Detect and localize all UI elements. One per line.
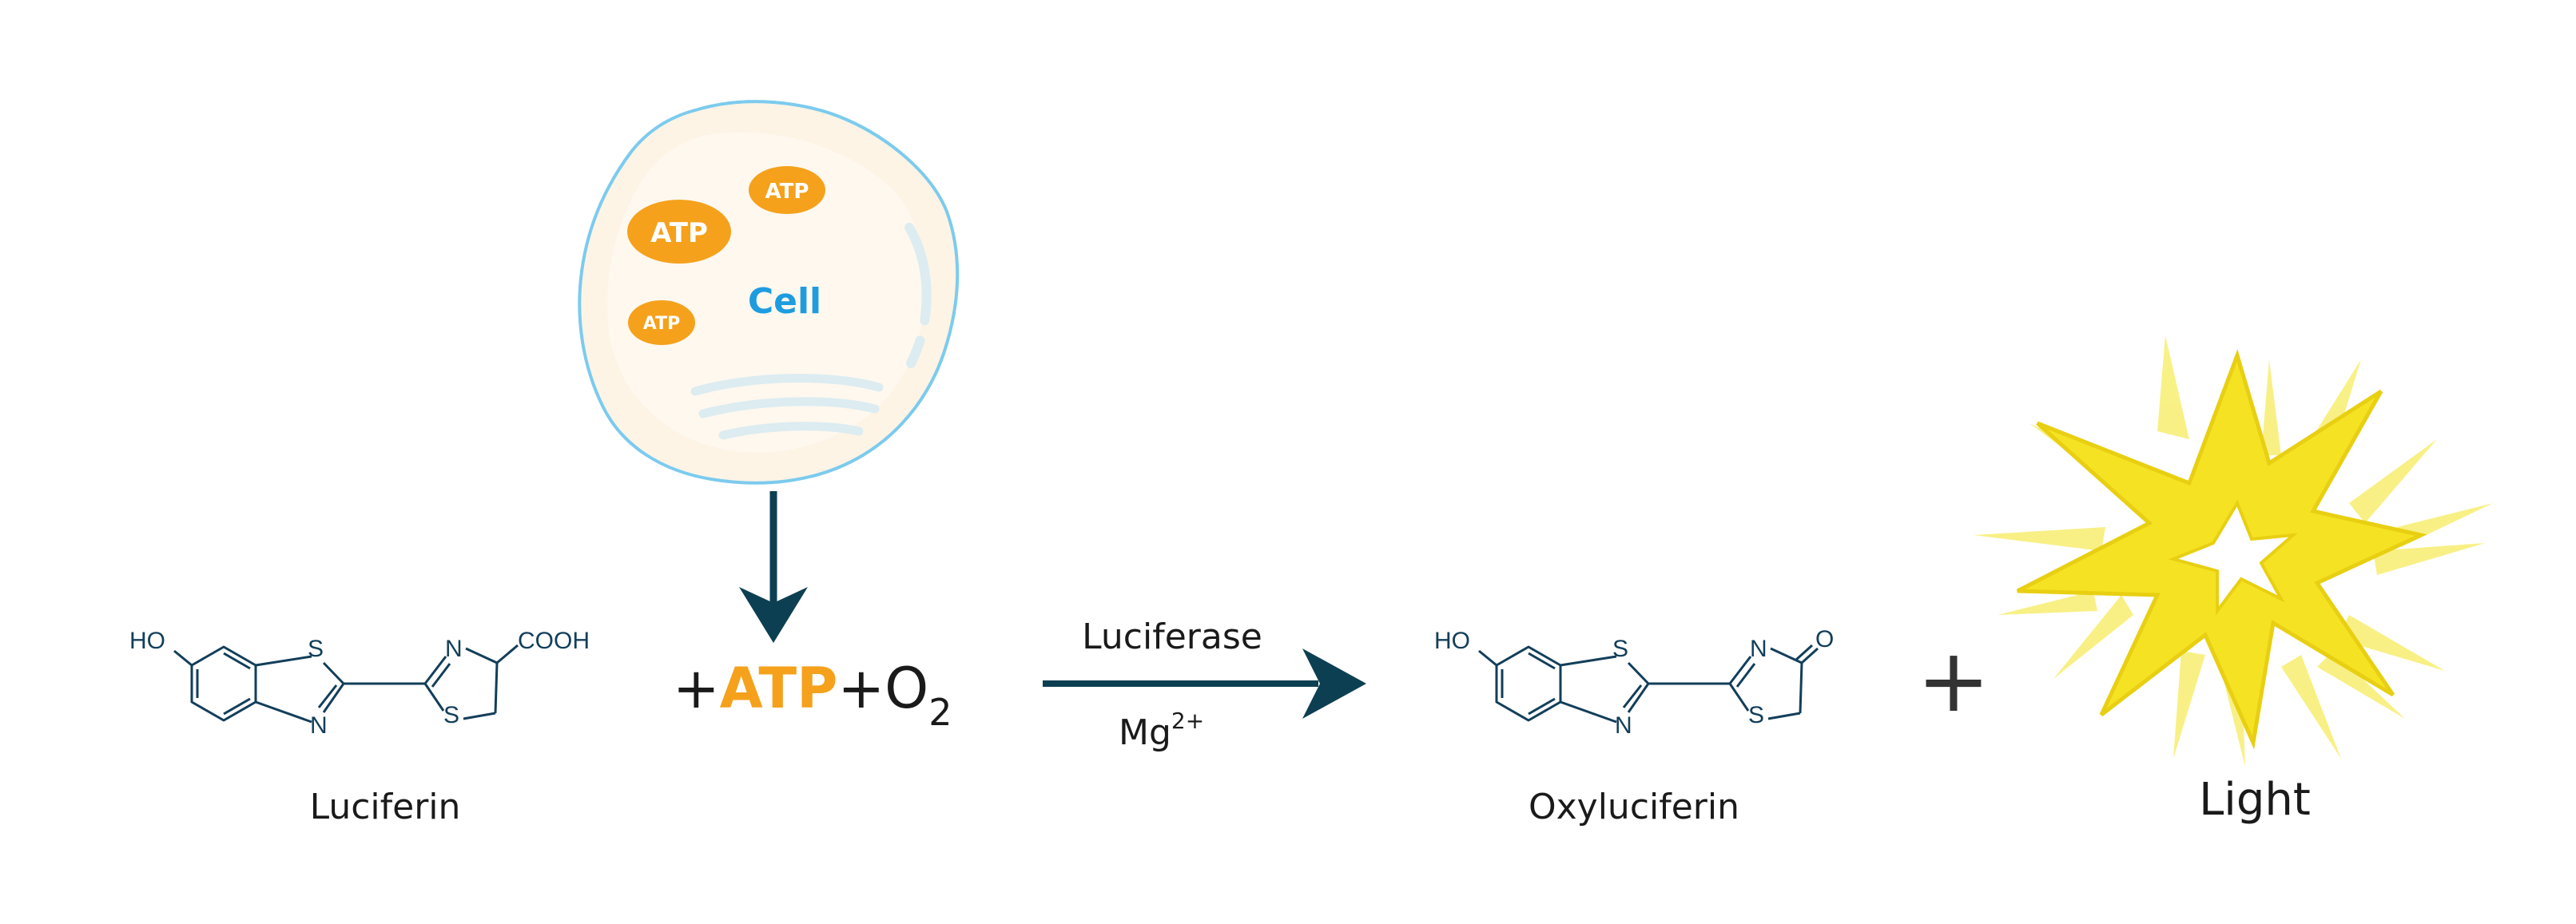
atp-label: ATP: [643, 314, 680, 334]
atp-reagent: ATP: [720, 656, 838, 721]
atom-label: S: [1612, 636, 1628, 662]
cell-icon: ATP ATP ATP Cell: [578, 100, 960, 485]
atom-label: N: [310, 712, 328, 739]
light-core: [2168, 499, 2298, 616]
oxygen-label: O: [885, 656, 928, 721]
atom-label: N: [1750, 636, 1767, 662]
down-arrow-icon: [739, 491, 808, 643]
enzyme-label: Luciferase: [1082, 617, 1262, 657]
luciferin-structure: [173, 644, 519, 724]
atom-label: N: [445, 636, 463, 662]
luciferin-atom-labels: HO S N N S COOH: [129, 628, 590, 739]
atom-label: HO: [129, 628, 165, 654]
light-burst-icon: [1974, 335, 2493, 767]
reagents-equation: +ATP+O2: [673, 656, 952, 734]
luciferin-name: Luciferin: [310, 787, 461, 827]
cofactor-charge: 2+: [1171, 708, 1204, 734]
plus-sign: +: [1917, 629, 1990, 732]
atp-molecule: [627, 200, 731, 264]
cofactor-symbol: Mg: [1119, 712, 1171, 753]
organelle-stripe: [718, 422, 864, 440]
organelle-stripe: [904, 223, 932, 368]
oxyluciferin-name: Oxyluciferin: [1529, 787, 1739, 827]
reaction-arrow-icon: [1043, 648, 1366, 719]
cofactor-label: Mg2+: [1119, 708, 1204, 753]
oxygen-subscript: 2: [928, 691, 952, 734]
atp-molecule: [749, 166, 825, 214]
atp-molecule: [628, 300, 695, 345]
cell-label: Cell: [748, 281, 821, 322]
organelle-stripe: [698, 397, 880, 418]
plus-sign: +: [673, 656, 720, 721]
atom-label: COOH: [518, 628, 590, 654]
atom-label: O: [1815, 626, 1834, 652]
atom-label: N: [1615, 712, 1632, 739]
oxyluciferin-structure: [1478, 644, 1819, 724]
atom-label: S: [308, 636, 324, 662]
atp-label: ATP: [650, 217, 708, 249]
oxyluciferin-atom-labels: HO S N N S O: [1434, 626, 1834, 739]
atp-label: ATP: [765, 180, 809, 204]
atom-label: S: [443, 702, 459, 728]
plus-sign: +: [837, 656, 885, 721]
atom-label: S: [1748, 702, 1764, 728]
light-label: Light: [2199, 774, 2311, 826]
organelle-stripe: [690, 374, 884, 396]
atom-label: HO: [1434, 628, 1470, 654]
